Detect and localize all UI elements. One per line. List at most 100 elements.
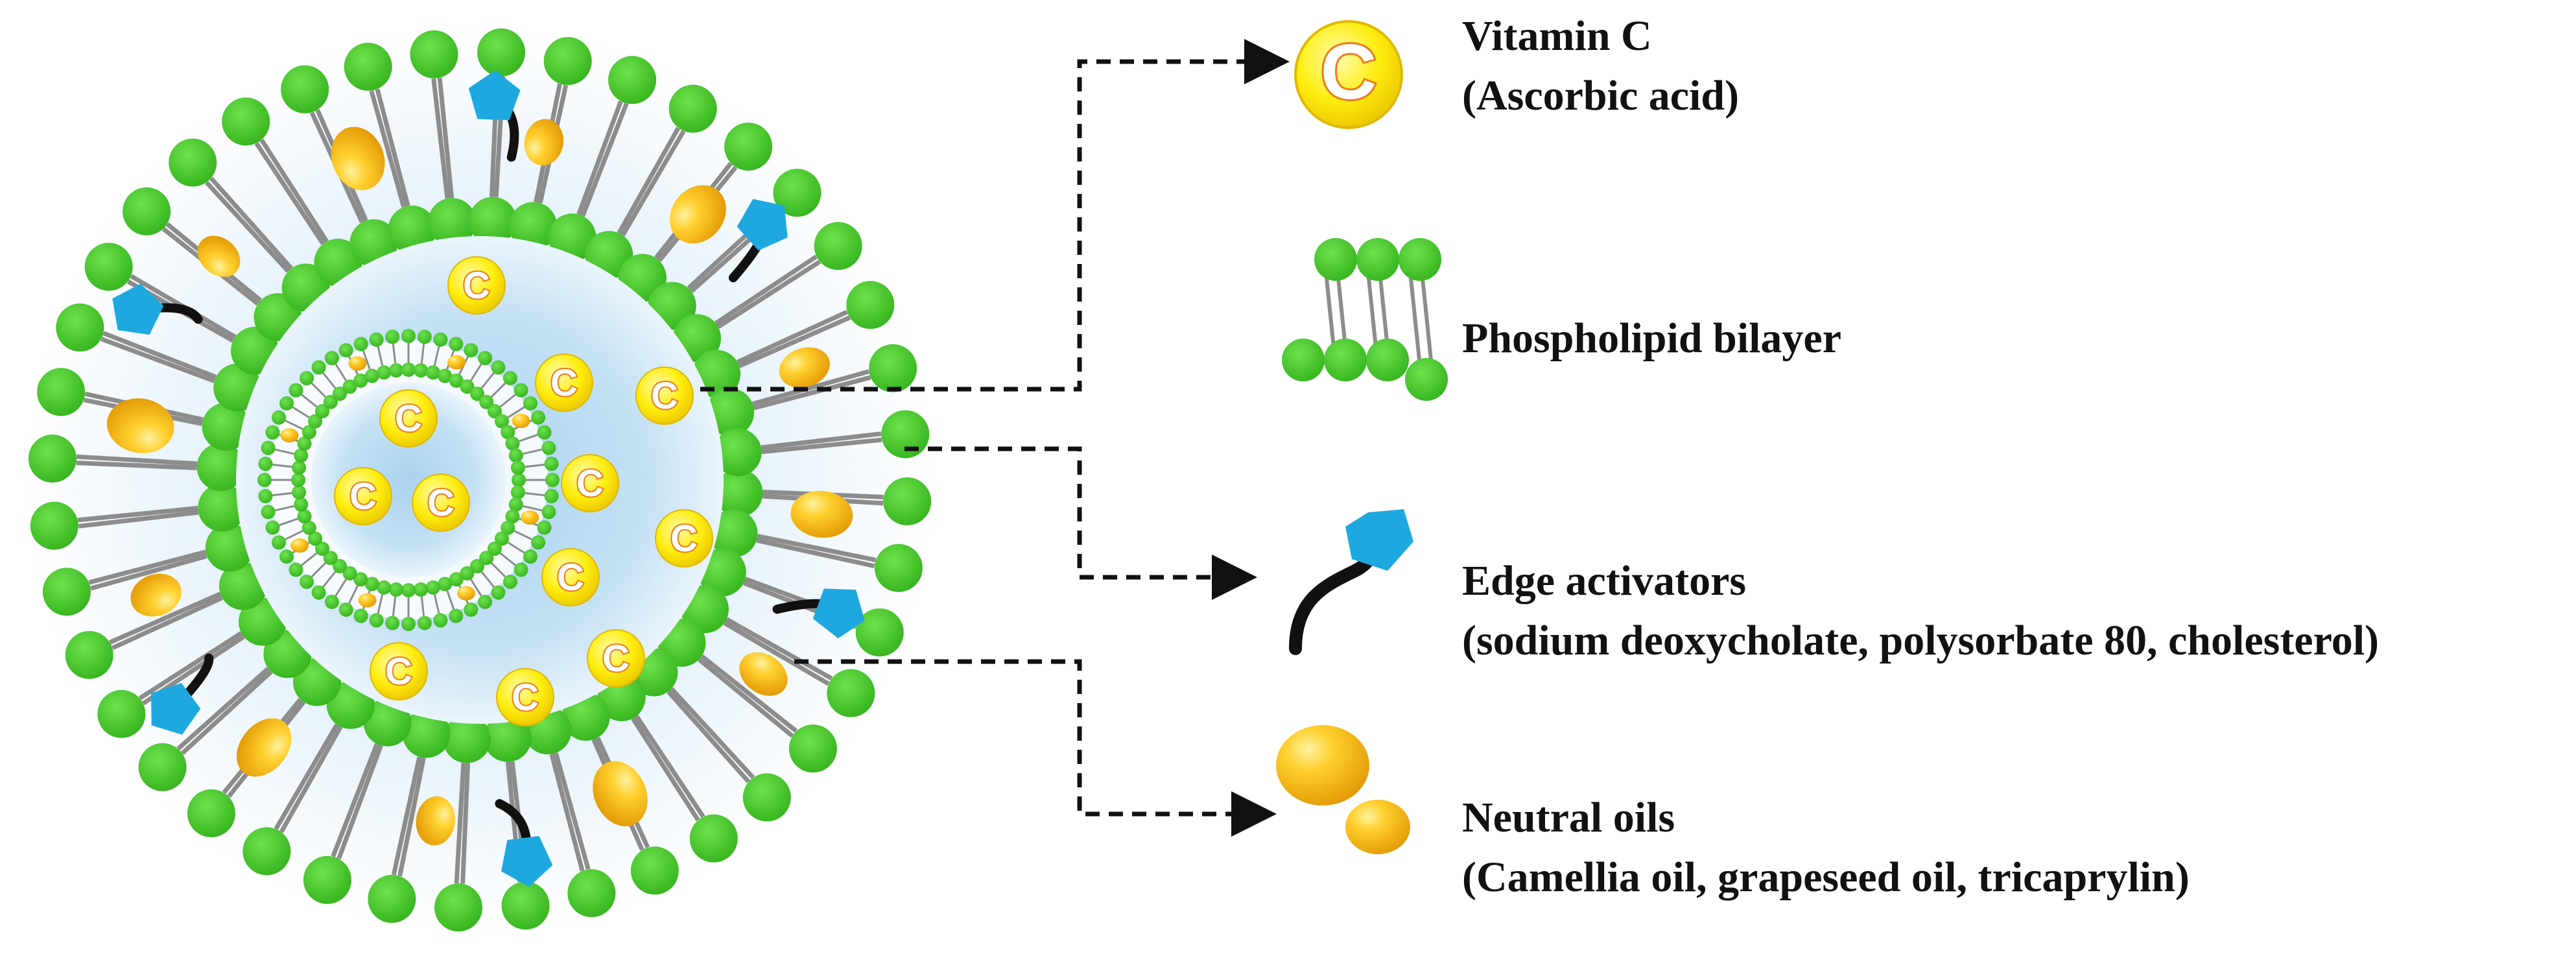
svg-text:C: C (670, 518, 698, 560)
inner-oil-droplet (358, 593, 377, 608)
inner-phospholipid (258, 485, 307, 503)
inner-vesicle-core (311, 383, 506, 577)
vitamin-c-molecule: C (587, 629, 645, 688)
edge-activator-icon (1289, 509, 1413, 655)
inner-oil-droplet (521, 510, 539, 525)
inner-phospholipid (501, 520, 546, 550)
phospholipid (468, 28, 525, 245)
inner-phospholipid (300, 371, 338, 409)
vitamin-c-molecule: C (370, 642, 428, 700)
oil-droplet (524, 119, 564, 166)
inner-phospholipid (425, 332, 448, 380)
legend-phospholipid (1324, 238, 1399, 381)
inner-phospholipid (487, 541, 528, 577)
edge-activator (112, 283, 203, 335)
inner-phospholipid (265, 509, 312, 535)
svg-text:C: C (427, 482, 455, 524)
connectors (700, 39, 1290, 837)
vitamin-c-molecule: C (379, 389, 438, 448)
legend-bilayer-title: Phospholipid bilayer (1462, 315, 1842, 362)
oil-droplet (593, 761, 648, 826)
inner-phospholipid (338, 572, 368, 617)
vitamin-c-molecule: C (635, 366, 694, 425)
phospholipid (523, 706, 616, 918)
inner-oil-droplet (456, 586, 475, 601)
inner-phospholipid (271, 410, 316, 440)
svg-text:C: C (512, 676, 539, 719)
inner-phospholipid (258, 457, 307, 475)
inner-oil-droplet (348, 356, 367, 371)
edge-activator (468, 70, 521, 162)
legend-edge-activators: Edge activators (sodium deoxycholate, po… (1462, 551, 2379, 671)
phospholipid (37, 368, 250, 451)
inner-phospholipid (469, 360, 506, 401)
vitamin-c-molecule: C (561, 454, 619, 512)
edge-activator (495, 799, 553, 887)
phospholipid (706, 344, 917, 437)
phospholipid (509, 37, 592, 250)
inner-oil-droplet (447, 355, 466, 370)
vitamin-c-letter: C (1321, 29, 1377, 115)
inner-oil-droplet (512, 413, 530, 428)
inner-phospholipid (289, 383, 330, 419)
vitamin-c-molecule: C (541, 548, 600, 606)
inner-phospholipid (501, 410, 546, 440)
oil-droplet (669, 185, 726, 244)
inner-phospholipid (385, 329, 403, 378)
legend-vitamin-c-subtitle: (Ascorbic acid) (1462, 72, 1740, 119)
inner-phospholipid (261, 440, 309, 463)
inner-phospholipid (487, 383, 528, 419)
inner-phospholipid (494, 396, 538, 429)
phospholipid (709, 509, 923, 592)
svg-text:C: C (576, 462, 604, 505)
inner-oil-droplet (290, 538, 309, 553)
phospholipid-bilayer-icon (1282, 238, 1448, 401)
connector-neutral-oil (794, 659, 1277, 837)
inner-phospholipid (369, 332, 392, 380)
legend-vitamin-c: Vitamin C (Ascorbic acid) (1462, 6, 1739, 126)
phospholipid (410, 30, 477, 246)
vitamin-c-molecule: C (447, 256, 506, 315)
vitamin-c-icon: C (1294, 20, 1403, 129)
vitamin-c-molecule: C (412, 473, 470, 532)
inner-phospholipid (469, 558, 506, 600)
inner-phospholipid (300, 551, 338, 589)
phospholipid (548, 56, 657, 262)
vitamin-c-molecule: C (535, 353, 593, 412)
phospholipid (680, 585, 875, 717)
legend-neutral-oils: Neutral oils (Camellia oil, grapeseed oi… (1462, 788, 2190, 907)
phospholipid (42, 523, 254, 616)
phospholipid (56, 303, 262, 412)
inner-phospholipid (460, 351, 493, 394)
inner-phospholipid-bilayer (257, 329, 560, 631)
inner-phospholipid (494, 531, 538, 564)
inner-phospholipid (510, 485, 559, 503)
legend-edge-activators-subtitle: (sodium deoxycholate, polysorbate 80, ch… (1462, 617, 2380, 664)
legend-edge-activators-title: Edge activators (1462, 557, 1747, 604)
oil-droplet (236, 718, 292, 777)
legend-neutral-oils-title: Neutral oils (1462, 794, 1675, 841)
oil-droplet (331, 126, 385, 191)
inner-phospholipid (289, 541, 330, 577)
inner-phospholipid (505, 425, 552, 451)
phospholipid (30, 483, 246, 550)
oil-droplet (130, 573, 182, 617)
inner-phospholipid (279, 396, 323, 429)
connector-vitamin-c (700, 39, 1290, 392)
inner-phospholipid (414, 582, 432, 630)
vitamin-c-molecule: C (334, 467, 392, 525)
inner-phospholipid (479, 551, 517, 589)
connector-edge-activator (904, 446, 1257, 600)
inner-phospholipid (460, 566, 493, 609)
svg-text:C: C (385, 651, 412, 693)
phospholipid (368, 710, 451, 923)
svg-text:C: C (557, 556, 584, 599)
inner-phospholipid (311, 360, 348, 401)
legend-bilayer: Phospholipid bilayer (1462, 309, 1841, 368)
phospholipid (344, 42, 436, 254)
phospholipid (434, 715, 491, 932)
legend-vitamin-c-title: Vitamin C (1462, 12, 1652, 60)
legend-phospholipid (1366, 238, 1441, 381)
